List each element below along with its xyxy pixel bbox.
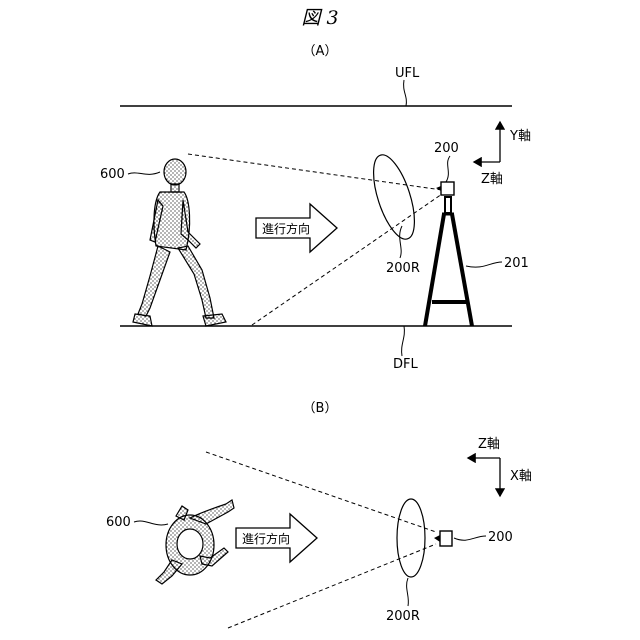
axis-z-label-a: Z軸 — [481, 172, 503, 187]
stand-ref-a: 201 — [504, 256, 529, 271]
direction-text-a: 進行方向 — [262, 221, 310, 236]
lower-floor-label: DFL — [393, 357, 418, 372]
upper-floor-label: UFL — [395, 66, 420, 81]
person-leader-b — [134, 521, 168, 525]
axis-indicator-b — [468, 458, 500, 496]
axis-y-label: Y軸 — [509, 129, 531, 144]
camera-leader-b — [454, 536, 486, 540]
camera-ref-b: 200 — [488, 530, 513, 545]
camera-a — [436, 182, 454, 195]
panel-a: （A） UFL DFL 600 進行方向 — [100, 44, 531, 372]
view-line-b-upper — [206, 452, 436, 532]
person-leader-a — [128, 172, 160, 174]
person-top-view — [156, 500, 234, 584]
axis-z-label-b: Z軸 — [478, 437, 500, 452]
range-ellipse-b — [397, 499, 425, 577]
camera-b — [434, 531, 452, 546]
camera-leader-a — [446, 156, 450, 182]
range-leader-b — [407, 578, 409, 606]
figure-title: 図 3 — [301, 7, 338, 29]
upper-floor-leader — [404, 80, 407, 106]
person-side-view — [133, 159, 226, 326]
person-ref-b: 600 — [106, 515, 131, 530]
camera-stand-a — [425, 197, 472, 326]
camera-ref-a: 200 — [434, 141, 459, 156]
panel-b: （B） 600 進行方向 200R 200 — [106, 401, 532, 628]
person-ref-a: 600 — [100, 167, 125, 182]
direction-arrow-a: 進行方向 — [256, 204, 337, 252]
direction-text-b: 進行方向 — [242, 531, 290, 546]
direction-arrow-b: 進行方向 — [236, 514, 317, 562]
panel-a-label: （A） — [303, 44, 338, 59]
stand-leader-a — [466, 262, 502, 267]
panel-b-label: （B） — [303, 401, 338, 416]
range-leader-a — [400, 226, 402, 258]
range-ref-b: 200R — [386, 609, 420, 624]
axis-x-label: X軸 — [510, 469, 532, 484]
range-ref-a: 200R — [386, 261, 420, 276]
lower-floor-leader — [402, 326, 405, 356]
range-ellipse-a — [365, 150, 423, 244]
view-line-upper — [188, 154, 442, 190]
axis-indicator-a — [474, 122, 500, 162]
